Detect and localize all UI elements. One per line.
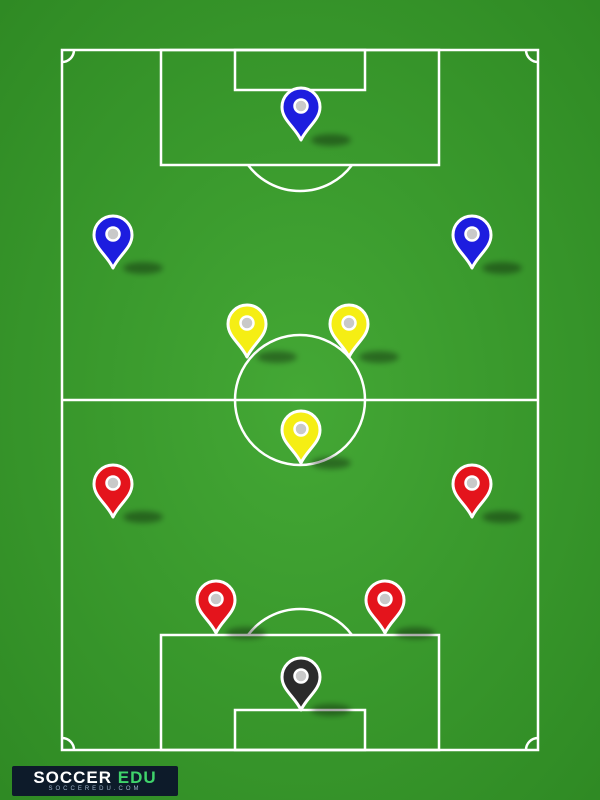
player-marker-goalkeeper [280, 656, 351, 716]
marker-shadow [311, 704, 351, 716]
marker-center-dot [293, 668, 309, 684]
marker-center-dot [105, 226, 121, 242]
map-pin-icon [451, 463, 493, 519]
player-marker-left-center-back [195, 579, 266, 639]
map-pin-icon [92, 214, 134, 270]
player-marker-left-back [92, 463, 163, 523]
logo-url-text: SOCCEREDU.COM [48, 786, 142, 792]
marker-center-dot [239, 315, 255, 331]
marker-shadow [257, 351, 297, 363]
logo-wordmark: SOCCER EDU [12, 768, 178, 788]
player-marker-right-central-midfielder [328, 303, 399, 363]
map-pin-icon [280, 656, 322, 712]
marker-center-dot [464, 226, 480, 242]
top-penalty-arc [247, 164, 353, 193]
map-pin-icon [364, 579, 406, 635]
corner-arc-bottom-left [61, 736, 76, 751]
map-pin-icon [226, 303, 268, 359]
player-markers [92, 86, 522, 716]
corner-arc-top-right [524, 49, 539, 64]
map-pin-icon [328, 303, 370, 359]
marker-shadow [395, 627, 435, 639]
marker-shadow [311, 134, 351, 146]
player-marker-striker [280, 86, 351, 146]
center-circle [233, 333, 367, 467]
marker-center-dot [377, 591, 393, 607]
marker-center-dot [105, 475, 121, 491]
marker-center-dot [341, 315, 357, 331]
marker-shadow [359, 351, 399, 363]
marker-center-dot [293, 421, 309, 437]
marker-shadow [226, 627, 266, 639]
player-marker-defensive-midfielder [280, 409, 351, 469]
marker-center-dot [293, 98, 309, 114]
marker-center-dot [464, 475, 480, 491]
map-pin-icon [451, 214, 493, 270]
map-pin-icon [195, 579, 237, 635]
marker-shadow [311, 457, 351, 469]
logo-accent-text: EDU [117, 768, 157, 787]
marker-shadow [482, 511, 522, 523]
marker-center-dot [208, 591, 224, 607]
bottom-penalty-arc [247, 607, 353, 636]
map-pin-icon [280, 409, 322, 465]
marker-shadow [123, 511, 163, 523]
corner-arc-top-left [61, 49, 76, 64]
player-marker-right-back [451, 463, 522, 523]
soccer-edu-logo: SOCCER EDU SOCCEREDU.COM [12, 766, 178, 796]
marker-shadow [482, 262, 522, 274]
player-marker-left-winger [92, 214, 163, 274]
player-marker-right-center-back [364, 579, 435, 639]
marker-shadow [123, 262, 163, 274]
corner-arc-bottom-right [524, 736, 539, 751]
player-marker-left-central-midfielder [226, 303, 297, 363]
logo-main-text: SOCCER [33, 768, 113, 787]
player-marker-right-winger [451, 214, 522, 274]
map-pin-icon [92, 463, 134, 519]
map-pin-icon [280, 86, 322, 142]
